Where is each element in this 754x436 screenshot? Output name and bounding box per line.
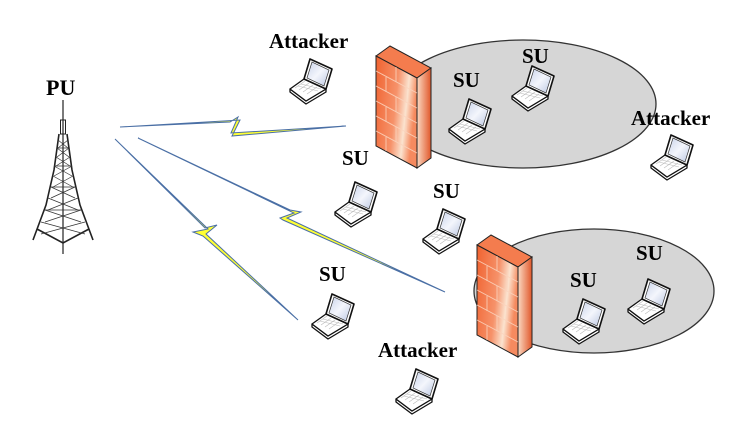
- su-mid-right-label: SU: [433, 179, 460, 203]
- su-lower-laptop-icon[interactable]: [311, 293, 355, 340]
- firewall-1-icon: [375, 45, 432, 169]
- su-mid-left-label: SU: [342, 146, 369, 170]
- attacker-top-label: Attacker: [269, 29, 349, 53]
- attacker-right-label: Attacker: [631, 106, 711, 130]
- su-mid-left-laptop-icon[interactable]: [334, 181, 378, 228]
- wireless-link-1: [119, 115, 347, 137]
- su-cluster1-b-label: SU: [522, 44, 549, 68]
- wireless-link-2: [137, 137, 446, 293]
- pu-label: PU: [46, 75, 76, 100]
- su-cluster2-b-label: SU: [636, 241, 663, 265]
- attacker-bottom-laptop-icon[interactable]: [395, 368, 439, 415]
- wireless-link-3: [114, 138, 299, 321]
- attacker-top-laptop-icon[interactable]: [289, 58, 333, 105]
- attacker-bottom-label: Attacker: [378, 338, 458, 362]
- pu-tower-icon: [32, 100, 94, 254]
- su-lower-label: SU: [319, 262, 346, 286]
- firewall-2-icon: [476, 234, 533, 358]
- su-cluster1-a-label: SU: [453, 68, 480, 92]
- attacker-right-laptop-icon[interactable]: [650, 134, 694, 181]
- su-cluster2-a-label: SU: [570, 268, 597, 292]
- su-mid-right-laptop-icon[interactable]: [422, 208, 466, 255]
- cluster-2-ellipse: [473, 228, 715, 354]
